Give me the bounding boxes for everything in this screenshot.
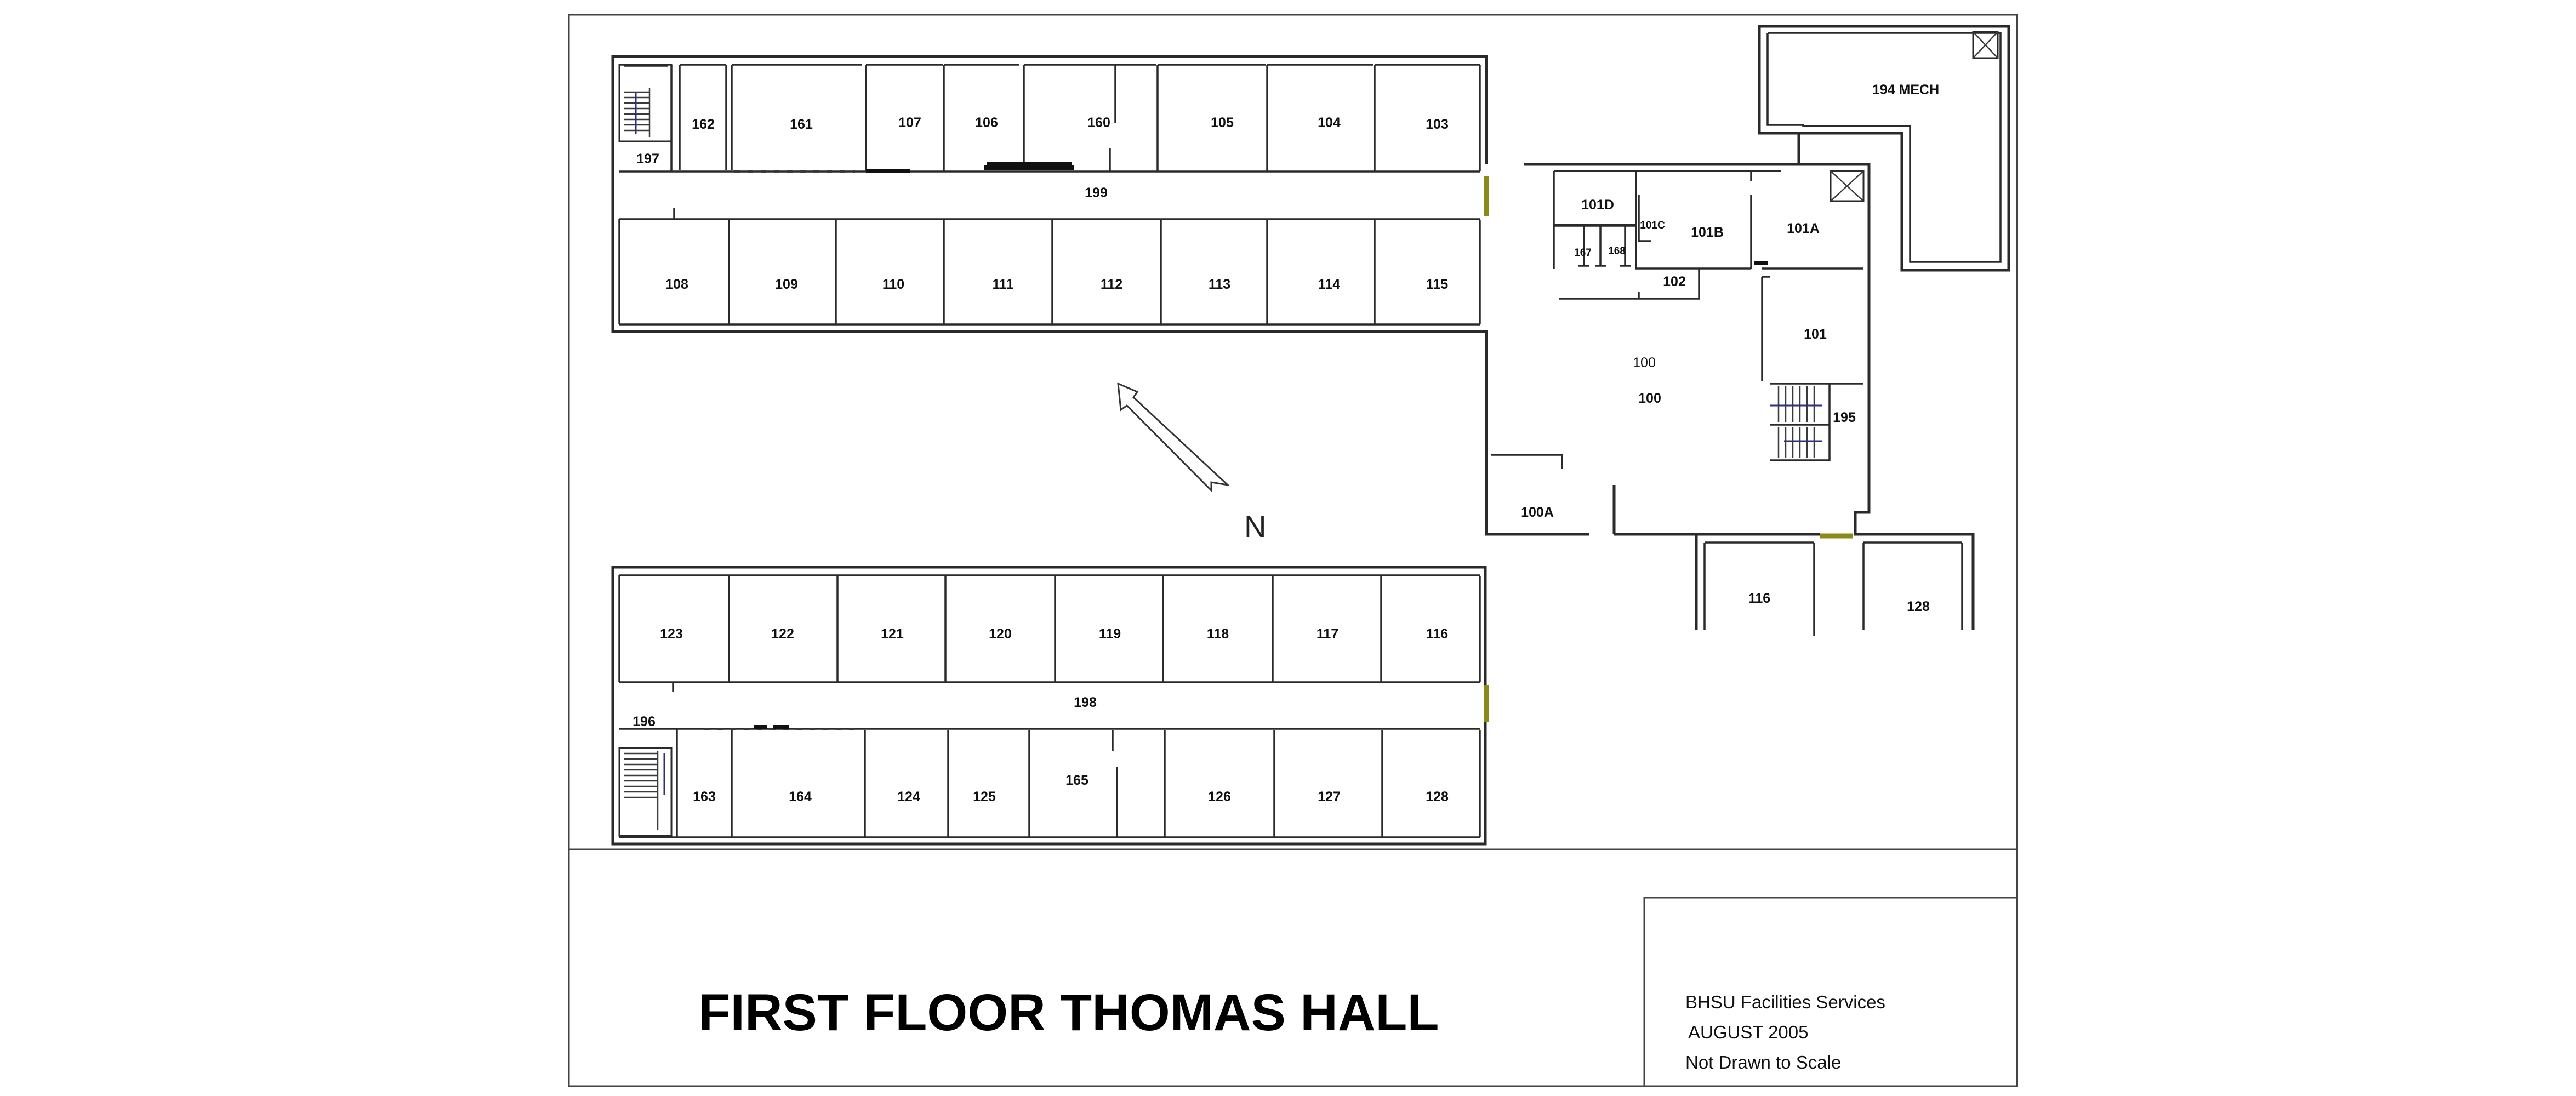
room-162: 162 [692,117,715,132]
room-123: 123 [660,626,683,642]
room-125: 125 [973,789,996,804]
room-195: 195 [1833,410,1856,425]
sheet-frame [568,14,2018,1087]
room-111: 111 [993,277,1014,292]
room-101d: 101D [1581,197,1614,213]
stair-196 [618,747,673,837]
room-128-annex: 128 [1907,599,1930,614]
room-168: 168 [1608,246,1626,257]
room-197: 197 [636,151,659,167]
room-104: 104 [1318,115,1341,130]
room-100a: 100A [1521,505,1554,520]
room-118: 118 [1207,626,1229,642]
room-119: 119 [1099,626,1121,642]
stair-197 [618,64,673,142]
south-wing [611,566,1489,846]
room-126: 126 [1208,789,1231,804]
north-label: N [1244,509,1266,544]
room-198: 198 [1074,695,1097,710]
room-164: 164 [789,789,812,804]
room-108: 108 [665,277,688,292]
room-101a: 101A [1787,221,1820,236]
north-wing [611,55,1489,392]
room-112: 112 [1101,277,1122,292]
info-line-organization: BHSU Facilities Services [1685,992,1885,1012]
room-117: 117 [1317,626,1338,642]
north-arrow-icon [1117,382,1230,493]
room-161: 161 [790,117,813,132]
mech-room-194 [1758,25,2010,272]
stair-195 [1770,383,1863,461]
room-121: 121 [881,626,904,642]
room-101: 101 [1804,327,1827,342]
room-128: 128 [1426,789,1449,804]
room-100: 100 [1638,391,1661,406]
info-line-scale-note: Not Drawn to Scale [1685,1052,1841,1072]
room-106: 106 [975,115,998,130]
room-163: 163 [693,789,716,804]
room-113: 113 [1209,277,1230,292]
central-block [1485,163,1871,539]
room-167: 167 [1574,247,1592,259]
room-120: 120 [989,626,1012,642]
page-title: FIRST FLOOR THOMAS HALL [699,984,1439,1042]
room-109: 109 [775,277,798,292]
room-107: 107 [898,115,921,130]
room-labels: 162 161 107 106 160 105 104 103 197 199 … [632,82,1939,804]
room-103: 103 [1426,117,1449,132]
room-165: 165 [1065,773,1088,788]
room-102: 102 [1663,274,1686,289]
room-114: 114 [1318,277,1340,292]
room-105: 105 [1211,115,1234,130]
room-122: 122 [771,626,794,642]
info-line-date: AUGUST 2005 [1688,1022,1809,1042]
east-annex [1628,526,1975,636]
room-100-upper: 100 [1633,355,1656,370]
room-116-annex: 116 [1748,591,1770,606]
room-124: 124 [897,789,920,804]
room-116: 116 [1426,626,1448,642]
room-199: 199 [1085,185,1108,201]
room-127: 127 [1318,789,1341,804]
room-110: 110 [882,277,904,292]
room-101c: 101C [1640,220,1665,231]
room-160: 160 [1087,115,1110,130]
room-101b: 101B [1691,225,1724,240]
room-115: 115 [1426,277,1448,292]
room-194-mech: 194 MECH [1872,82,1939,98]
room-196: 196 [632,714,656,729]
